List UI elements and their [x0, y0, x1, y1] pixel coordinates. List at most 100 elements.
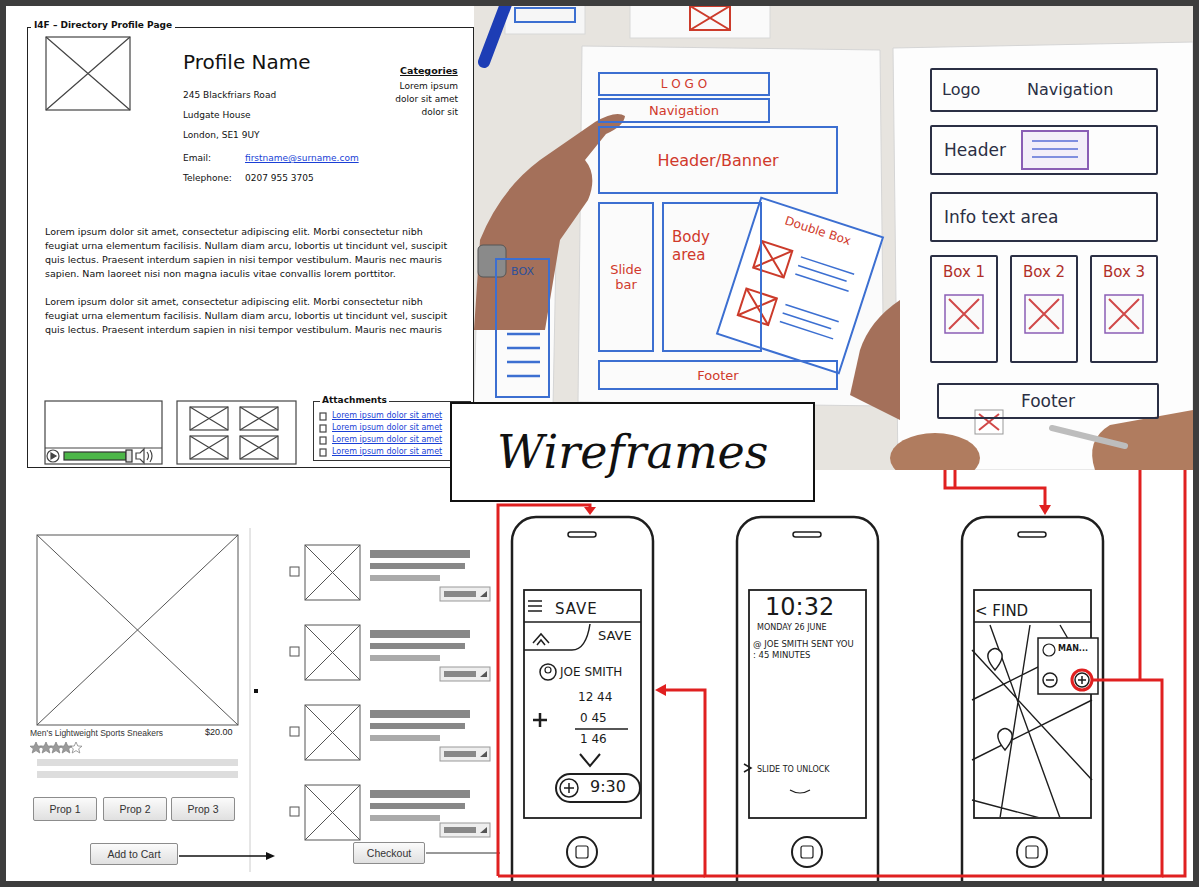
- hand: [1052, 428, 1125, 446]
- node-text: Footer: [697, 368, 738, 383]
- profile-drawing: [240, 436, 278, 459]
- phone-sketch: [749, 590, 866, 818]
- double-box-card: [738, 289, 777, 326]
- button: Add to Cart: [90, 843, 178, 865]
- cart-row: [290, 647, 299, 656]
- node-text: Logo: [942, 80, 980, 99]
- body-box: Body area: [662, 202, 762, 352]
- cart-row: [370, 790, 470, 798]
- double-box-card: [716, 196, 884, 374]
- map-sketch: [988, 649, 1002, 671]
- double-box-card: [738, 289, 777, 326]
- cart-row: [440, 587, 490, 601]
- cart-row: [290, 545, 490, 840]
- node-text: @ JOE SMITH SENT YOU : 45 MINUTES: [753, 639, 857, 661]
- shop-drawing: [179, 855, 267, 857]
- node-text: Categories: [400, 65, 458, 76]
- hand: [484, 6, 506, 62]
- flow-line: [584, 507, 596, 515]
- sticky-card: [1032, 141, 1078, 157]
- node-text: Lorem ipsum dolor sit amet dolor sit: [386, 80, 458, 119]
- rating-stars: [60, 742, 72, 753]
- button: Checkout: [353, 842, 425, 864]
- profile-drawing: [47, 450, 59, 462]
- phone-sketch: [533, 634, 549, 645]
- phone-sketch: [533, 713, 547, 727]
- node-text: Add to Cart: [107, 848, 160, 860]
- flow-line: [498, 470, 1185, 876]
- phone-sketch: [793, 532, 821, 537]
- phone-sketch: [524, 624, 590, 650]
- cart-row: [480, 827, 487, 833]
- sticky-card: [949, 299, 979, 329]
- node-text: L O G O: [661, 77, 707, 91]
- shop-drawing: [37, 771, 238, 778]
- sticky-card: [945, 295, 983, 333]
- phone-sketch: [560, 779, 578, 797]
- rating-stars: [40, 742, 52, 753]
- cart-row: [370, 655, 440, 661]
- flow-line: [1139, 470, 1142, 680]
- paper-sheet: [893, 42, 1193, 470]
- cart-row: [440, 747, 490, 761]
- phone-sketch: [1075, 673, 1089, 687]
- phone-sketch: [564, 783, 574, 793]
- attachments-box: AttachmentsLorem ipsum dolor sit ametLor…: [313, 401, 471, 461]
- phone-sketch: [545, 667, 551, 673]
- logo-box: L O G O: [598, 72, 770, 96]
- node-text: 0207 955 3705: [245, 173, 314, 183]
- node-text: SAVE: [598, 628, 632, 643]
- node-text: Attachments: [320, 395, 389, 405]
- node-text: Prop 2: [120, 803, 151, 815]
- shop-drawing: [254, 689, 258, 693]
- node-text: Body area: [672, 228, 728, 264]
- node-text: Ludgate House: [183, 110, 251, 120]
- node-text: Header/Banner: [657, 151, 778, 170]
- phone-sketch: [1017, 837, 1047, 867]
- flow-line: [1092, 679, 1105, 682]
- phone-screen: SAVESAVEJOE SMITH12 440 451 469:30: [510, 515, 655, 887]
- content-box: Box 1: [930, 255, 998, 363]
- node-text: Header: [944, 140, 1006, 160]
- header-box: Header: [930, 125, 1158, 175]
- node-text: Telephone:: [183, 173, 232, 183]
- phone-sketch: [575, 728, 628, 730]
- double-box-card: [795, 257, 854, 291]
- phone-sketch: [792, 837, 822, 867]
- phone-sketch: [1018, 532, 1046, 537]
- profile-drawing: [136, 449, 144, 463]
- phone-sketch: [524, 590, 641, 818]
- photo: [474, 6, 1193, 470]
- phone-sketch: [1043, 644, 1055, 656]
- node-text: MONDAY 26 JUNE: [757, 623, 826, 632]
- paper-sheet: [578, 46, 884, 406]
- cart-row: [290, 807, 299, 816]
- sticky-card: [975, 410, 1003, 434]
- cart-row: [305, 625, 360, 680]
- phone-sketch: [1046, 679, 1054, 681]
- hand: [850, 300, 900, 420]
- profile-drawing: [64, 452, 126, 460]
- profile-drawing: [320, 437, 326, 444]
- node-text: SAVE: [555, 600, 598, 618]
- node-text: Navigation: [1027, 80, 1113, 99]
- node-text: 245 Blackfriars Road: [183, 90, 276, 100]
- flow-arrow: [655, 680, 1162, 876]
- sticky-card: [1109, 299, 1139, 329]
- cart-row: [370, 803, 465, 809]
- cart-row: [444, 751, 476, 757]
- cart-row: [444, 671, 476, 677]
- phone-sketch: [962, 517, 1103, 887]
- label-text: $20.00: [205, 727, 233, 737]
- node-text: JOE SMITH: [560, 665, 622, 679]
- node-text: 12 44: [578, 690, 612, 704]
- rating-stars: [50, 742, 62, 753]
- profile-drawing: [240, 436, 278, 459]
- cart-row: [305, 625, 360, 680]
- cart-row: [444, 827, 476, 833]
- content-box: Box 2: [1010, 255, 1078, 363]
- profile-drawing: [190, 436, 228, 459]
- profile-drawing: [51, 453, 56, 459]
